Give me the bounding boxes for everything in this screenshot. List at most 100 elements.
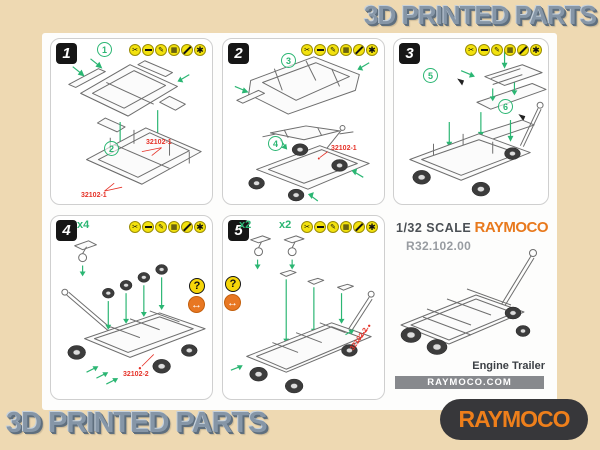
glyph: ▦: [342, 46, 350, 54]
sanding-file-icon: [314, 221, 326, 233]
quantity-label: x2: [279, 219, 292, 231]
flip-direction-icon: ↔: [224, 294, 241, 311]
step-1-panel: 1 ✂ ✎ ▦ ✱ 1 2 32102-1 32102-1: [50, 38, 213, 205]
glyph: ✎: [330, 223, 336, 231]
hobby-knife-icon: ✎: [327, 44, 339, 56]
mesh-grid-icon: ▦: [168, 221, 180, 233]
glyph: ✱: [196, 221, 204, 232]
mesh-grid-icon: ▦: [168, 44, 180, 56]
mesh-grid-icon: ▦: [340, 44, 352, 56]
glyph: ✎: [494, 46, 500, 54]
part-label: 32102-1: [146, 139, 172, 146]
glyph: ▦: [506, 46, 514, 54]
hobby-knife-icon: ✎: [327, 221, 339, 233]
hobby-knife-icon: ✎: [155, 44, 167, 56]
quantity-label: x4: [77, 219, 90, 231]
do-not-icon: [517, 44, 529, 56]
quantity-label: x2: [239, 219, 252, 231]
tool-icon-row: ✂ ✎ ▦ ✱: [301, 221, 378, 233]
callout-6: 6: [498, 99, 513, 114]
tool-icon-row: ✂ ✎ ▦ ✱: [465, 44, 542, 56]
glyph: ✂: [468, 46, 474, 54]
glyph: ✂: [132, 46, 138, 54]
website-bar: RAYMOCO.COM: [395, 376, 544, 389]
glyph: ▦: [170, 223, 178, 231]
glyph: ✂: [304, 46, 310, 54]
glue-icon: ✱: [530, 44, 542, 56]
diagram-panel: 1 ✂ ✎ ▦ ✱ 1 2 32102-1 32102-1: [42, 33, 557, 410]
product-sku: R32.102.00: [406, 239, 472, 253]
step-5-assembly-diagram: [230, 235, 375, 394]
glyph: ✎: [330, 46, 336, 54]
glyph: ✱: [196, 44, 204, 55]
bottom-banner-title: 3D PRINTED PARTS: [6, 407, 268, 439]
callout-3: 3: [281, 53, 296, 68]
glyph: [144, 226, 152, 228]
finished-model-diagram: [400, 249, 537, 355]
glyph: [182, 45, 192, 55]
top-banner-title: 3D PRINTED PARTS: [364, 0, 597, 30]
step-number-badge: 2: [228, 43, 249, 64]
step-5-panel: 5 ✂ ✎ ▦ ✱ x2 x2 ? ↔ 32102-2: [222, 215, 385, 400]
sanding-file-icon: [478, 44, 490, 56]
step-3-panel: 3 ✂ ✎ ▦ ✱ 5 6: [393, 38, 549, 205]
part-label: 32102-1: [81, 192, 107, 199]
step-number-badge: 4: [56, 220, 77, 241]
step-2-panel: 2 ✂ ✎ ▦ ✱ 3 4 32102-1: [222, 38, 385, 205]
glue-icon: ✱: [366, 221, 378, 233]
raymoco-logo-text: RAYMOCO: [458, 406, 571, 432]
raymoco-logo-small: RAYMOCO: [474, 219, 549, 236]
mesh-grid-icon: ▦: [340, 221, 352, 233]
callout-5: 5: [423, 68, 438, 83]
do-not-icon: [181, 221, 193, 233]
hobby-knife-icon: ✎: [491, 44, 503, 56]
step-number-badge: 3: [399, 43, 420, 64]
glyph: [144, 49, 152, 51]
sprue-cutter-icon: ✂: [301, 44, 313, 56]
sprue-cutter-icon: ✂: [465, 44, 477, 56]
glyph: ✱: [532, 44, 540, 55]
glyph: [354, 45, 364, 55]
glyph: [518, 45, 528, 55]
glyph: ✎: [158, 46, 164, 54]
tool-icon-row: ✂ ✎ ▦ ✱: [301, 44, 378, 56]
sanding-file-icon: [142, 221, 154, 233]
glyph: ✂: [132, 223, 138, 231]
scale-label: 1/32 SCALE: [396, 221, 472, 235]
glyph: ▦: [342, 223, 350, 231]
glyph: ✱: [368, 221, 376, 232]
hobby-knife-icon: ✎: [155, 221, 167, 233]
glyph: [480, 49, 488, 51]
mesh-grid-icon: ▦: [504, 44, 516, 56]
glue-icon: ✱: [366, 44, 378, 56]
step-1-assembly-diagram: [68, 58, 202, 192]
product-info-panel: 1/32 SCALE R32.102.00 RAYMOCO Engine Tra…: [393, 215, 549, 400]
part-label: 32102-1: [331, 145, 357, 152]
glyph: ✱: [368, 44, 376, 55]
glyph: [354, 222, 364, 232]
sprue-cutter-icon: ✂: [301, 221, 313, 233]
sanding-file-icon: [314, 44, 326, 56]
do-not-icon: [353, 221, 365, 233]
part-label: 32102-2: [123, 371, 149, 378]
step-4-panel: 4 ✂ ✎ ▦ ✱ x4 ? ↔ 32102-2: [50, 215, 213, 400]
tool-icon-row: ✂ ✎ ▦ ✱: [129, 221, 206, 233]
glue-icon: ✱: [194, 221, 206, 233]
glyph: ▦: [170, 46, 178, 54]
do-not-icon: [353, 44, 365, 56]
sanding-file-icon: [142, 44, 154, 56]
sprue-cutter-icon: ✂: [129, 221, 141, 233]
callout-1: 1: [97, 42, 112, 57]
glyph: ✎: [158, 223, 164, 231]
glyph: [316, 49, 324, 51]
glue-icon: ✱: [194, 44, 206, 56]
step-2-assembly-diagram: [234, 56, 370, 202]
glyph: [316, 226, 324, 228]
flip-direction-icon: ↔: [188, 296, 205, 313]
glyph: [182, 222, 192, 232]
question-icon: ?: [225, 276, 241, 292]
question-icon: ?: [189, 278, 205, 294]
do-not-icon: [181, 44, 193, 56]
step-4-assembly-diagram: [61, 240, 206, 385]
